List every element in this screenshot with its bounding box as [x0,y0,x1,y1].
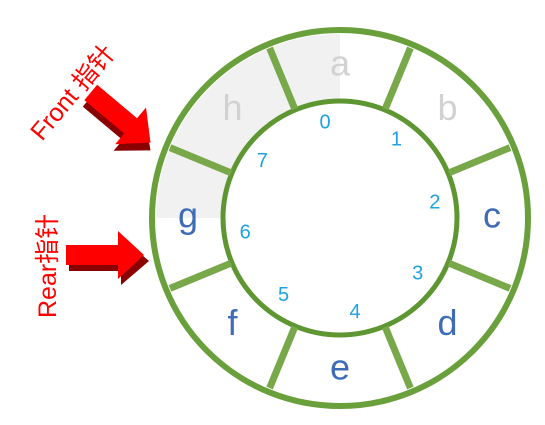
slot-index-6: 6 [240,221,251,243]
slot-index-3: 3 [412,263,423,285]
slot-index-5: 5 [278,284,289,306]
slot-index-0: 0 [319,111,330,133]
slot-dividers [168,46,512,390]
slot-letter-c: c [483,195,501,236]
slot-letter-a: a [330,43,351,84]
slot-letter-b: b [437,87,457,128]
slot-index-2: 2 [429,191,440,213]
slot-index-1: 1 [391,129,402,151]
slot-divider [381,46,414,111]
slot-divider [168,144,233,177]
front-pointer: Front 指针 [25,40,151,151]
slot-letter-e: e [330,347,350,388]
rear-pointer-label: Rear指针 [34,214,62,318]
slot-letter-f: f [227,302,238,343]
rear-arrow-icon [66,231,144,279]
slot-divider [266,325,299,390]
slot-letter-g: g [178,195,198,236]
slot-divider [447,259,512,292]
slot-letters: a b c d e f g h [178,43,501,388]
slot-letter-d: d [437,302,457,343]
slot-divider [168,259,233,292]
slot-index-7: 7 [257,150,268,172]
slot-divider [447,144,512,177]
front-arrow-icon [84,84,151,145]
rear-pointer: Rear指针 [34,214,149,318]
slot-letter-h: h [222,87,242,128]
inner-ring [220,98,460,338]
slot-index-4: 4 [349,301,360,323]
slot-indices: 0 1 2 3 4 5 6 7 [240,111,441,323]
slot-divider [266,46,299,111]
slot-divider [381,325,414,390]
